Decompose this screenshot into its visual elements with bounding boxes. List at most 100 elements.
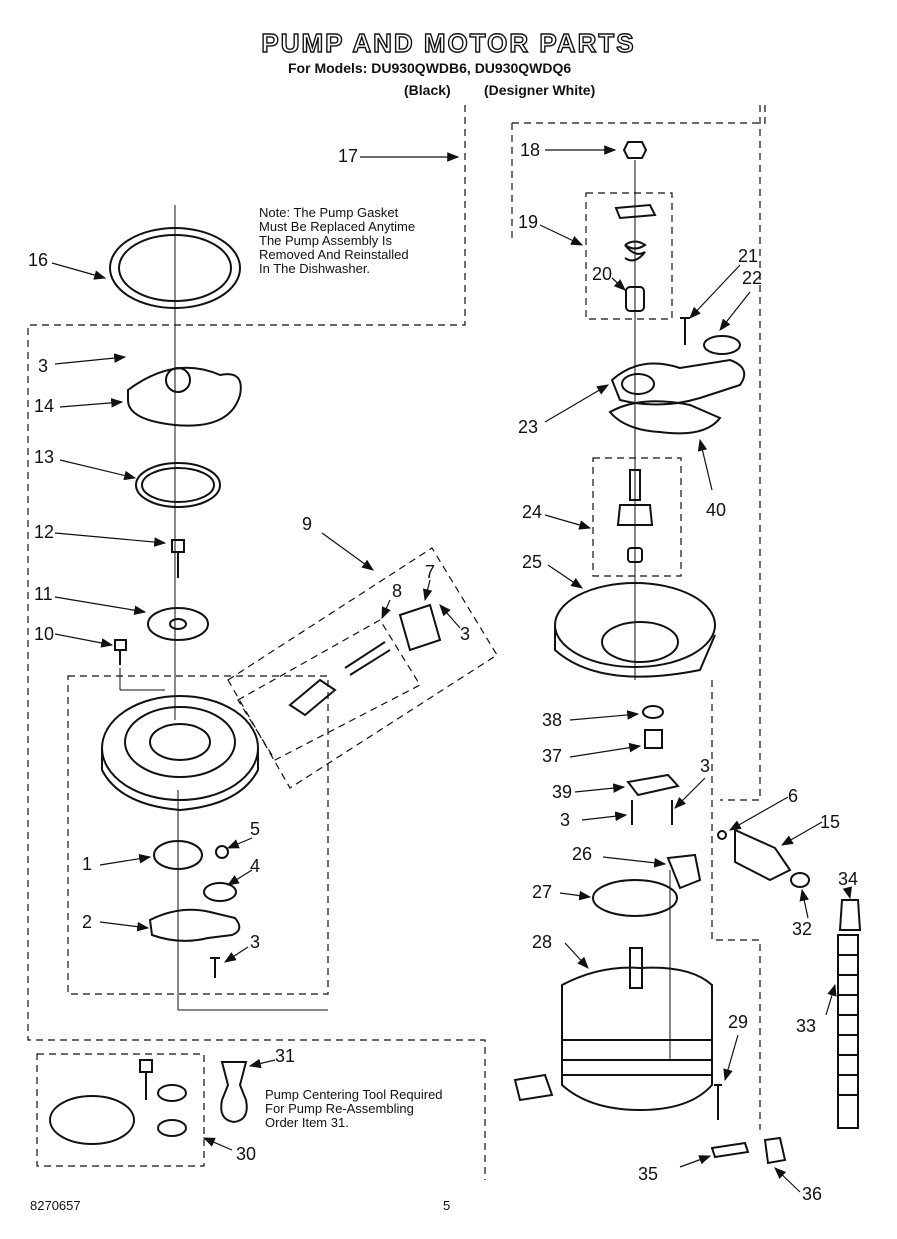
seal-4 (203, 882, 237, 902)
callout-24: 24 (522, 502, 542, 522)
shaft-24 (616, 469, 654, 526)
outline-right-side (720, 105, 761, 801)
impeller (147, 607, 209, 641)
pump-gasket (109, 227, 241, 309)
kit-screw (139, 1059, 153, 1100)
callout-6: 6 (788, 786, 798, 806)
callout-5: 5 (250, 819, 260, 839)
callout-33: 33 (796, 1016, 816, 1036)
callout-2: 2 (82, 912, 92, 932)
outline-item-pump-lower (67, 675, 329, 995)
variant-black: (Black) (404, 82, 451, 98)
motor-shaft (629, 947, 643, 989)
callout-29: 29 (728, 1012, 748, 1032)
note-line: For Pump Re-Assembling (265, 1101, 414, 1116)
callout-3: 3 (38, 356, 48, 376)
leader-arrows (51, 145, 853, 1193)
drain-hose-33 (837, 934, 859, 1129)
shield-27 (592, 879, 678, 917)
plate-39 (626, 773, 680, 797)
pump-cover (127, 366, 242, 427)
kit-seal-b (157, 1119, 187, 1137)
note-line: Note: The Pump Gasket (259, 205, 399, 220)
centering-tool-31 (220, 1061, 248, 1124)
screw-12 (171, 539, 185, 578)
outline-item-19 (585, 192, 673, 320)
callout-9: 9 (302, 514, 312, 534)
washer-6 (717, 830, 727, 840)
callout-20: 20 (592, 264, 612, 284)
bracket-19 (614, 203, 657, 220)
diagram-title: PUMP AND MOTOR PARTS (261, 27, 636, 58)
callout-35: 35 (638, 1164, 658, 1184)
bracket-23 (610, 358, 746, 406)
callout-labels: 1 2 3 3 3 3 3 3 4 5 6 7 8 9 10 11 12 13 … (28, 140, 858, 1204)
outline-item-30 (36, 1053, 205, 1167)
callout-18: 18 (520, 140, 540, 160)
check-ball (215, 845, 229, 859)
document-number: 8270657 (30, 1198, 81, 1213)
callout-11: 11 (34, 584, 53, 604)
kit-gasket (49, 1095, 135, 1145)
screw-10 (114, 639, 127, 665)
callout-30: 30 (236, 1144, 256, 1164)
screw-29 (714, 1084, 722, 1120)
note-line: Must Be Replaced Anytime (259, 219, 416, 234)
callout-36: 36 (802, 1184, 822, 1204)
note-line: The Pump Assembly Is (259, 233, 392, 248)
callout-14: 14 (34, 396, 54, 416)
callout-40: 40 (706, 500, 726, 520)
callout-1: 1 (82, 854, 92, 874)
outline-pump-assembly (27, 105, 486, 1180)
sensor-35 (710, 1141, 750, 1159)
motor-28 (561, 966, 713, 1112)
models-line: For Models: DU930QWDB6, DU930QWDQ6 (288, 60, 572, 76)
clip-26 (666, 853, 702, 890)
gasket-22 (703, 335, 741, 355)
part-drawings (49, 141, 862, 1165)
callout-10: 10 (34, 624, 54, 644)
screw-21 (680, 317, 690, 345)
cap-34 (838, 899, 862, 931)
callout-8: 8 (392, 581, 402, 601)
motor-connector (513, 1073, 554, 1102)
gasket-40 (608, 400, 722, 435)
note-pump-gasket: Note: The Pump Gasket Must Be Replaced A… (259, 206, 415, 276)
outline-item-24 (592, 457, 682, 577)
clamp-32 (790, 872, 810, 888)
callout-27: 27 (532, 882, 552, 902)
callout-15: 15 (820, 812, 840, 832)
filter-screen (153, 840, 203, 870)
nut-18 (622, 141, 648, 159)
callout-23: 23 (518, 417, 538, 437)
axis-lines (119, 160, 671, 1060)
callout-38: 38 (542, 710, 562, 730)
plug-37 (644, 729, 663, 749)
callout-3: 3 (700, 756, 710, 776)
callout-13: 13 (34, 447, 54, 467)
note-line: Order Item 31. (265, 1115, 349, 1130)
callout-22: 22 (742, 268, 762, 288)
callout-26: 26 (572, 844, 592, 864)
outline-item-9 (227, 547, 498, 789)
note-centering-tool: Pump Centering Tool Required For Pump Re… (265, 1088, 443, 1130)
o-ring-38 (642, 705, 664, 719)
callout-32: 32 (792, 919, 812, 939)
fitting-15 (734, 828, 792, 882)
callout-34: 34 (838, 869, 858, 889)
connector-36 (763, 1136, 787, 1165)
lower-housing (148, 908, 241, 942)
valve-body (288, 678, 337, 717)
callout-7: 7 (425, 562, 435, 582)
kit-seal-a (157, 1084, 187, 1102)
variant-designer-white: (Designer White) (484, 82, 596, 98)
outline-top-right (512, 105, 766, 124)
callout-3: 3 (560, 810, 570, 830)
note-line: Pump Centering Tool Required (265, 1087, 443, 1102)
group-outlines (27, 105, 766, 1180)
seal-ring (135, 462, 221, 508)
callout-21: 21 (738, 246, 758, 266)
callout-39: 39 (552, 782, 572, 802)
page-number: 5 (443, 1198, 451, 1213)
